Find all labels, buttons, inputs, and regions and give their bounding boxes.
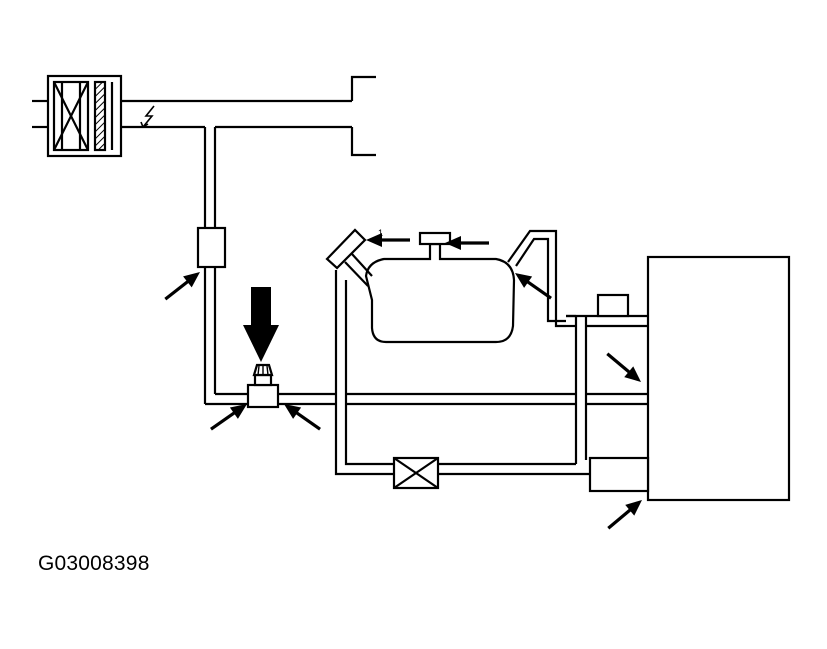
arrow-vent-valve — [602, 493, 649, 536]
intake-duct — [121, 75, 376, 157]
inline-filter — [196, 226, 227, 269]
filler-vent-line — [334, 270, 394, 476]
air-filter — [32, 74, 123, 158]
purge-line-vertical — [203, 127, 217, 404]
pressure-sensor — [596, 293, 630, 318]
purge-line-horizontal — [205, 392, 648, 406]
arrow-fuel-cap — [443, 234, 491, 252]
arrow-inline-filter — [159, 264, 206, 307]
callout-number: 1 — [378, 228, 383, 238]
main-arrow — [243, 287, 279, 362]
evap-canister — [646, 255, 791, 502]
filler-neck — [325, 228, 373, 287]
canister-vent-valve — [588, 456, 650, 493]
fuel-tank — [364, 231, 516, 344]
callout-arrows: 1 — [159, 228, 649, 536]
throttle-symbol — [140, 105, 155, 129]
tank-vent-line — [507, 229, 576, 328]
figure-reference-code: G03008398 — [38, 552, 150, 575]
arrow-canister — [601, 346, 648, 389]
canister-lines — [566, 314, 648, 464]
purge-valve — [246, 363, 280, 409]
arrow-callout-1 — [364, 231, 412, 249]
inline-valve — [392, 456, 590, 490]
